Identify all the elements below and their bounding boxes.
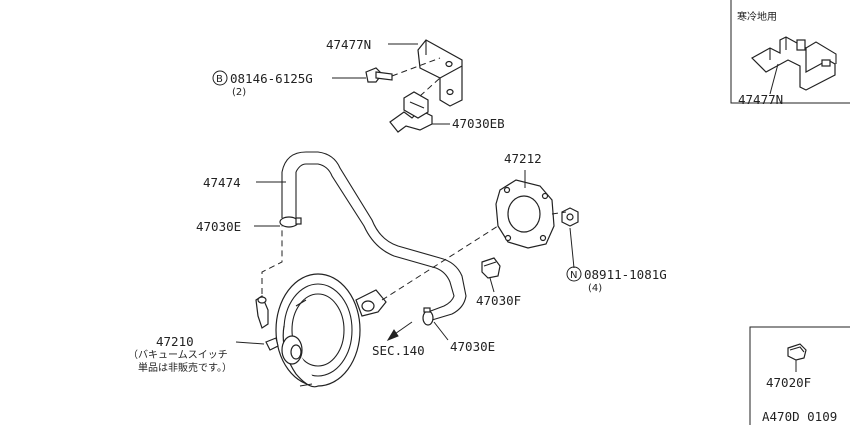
svg-text:B: B [216, 74, 223, 85]
label-gasket-47212: 47212 [504, 151, 542, 166]
svg-text:08146-6125G: 08146-6125G [230, 71, 313, 86]
clamp-47030e-top [279, 216, 302, 228]
label-booster-note-1: （バキュームスイッチ [128, 349, 228, 361]
label-clip-47030eb: 47030EB [452, 116, 505, 131]
grommet-47030f [481, 257, 501, 279]
booster-47210 [255, 273, 361, 388]
label-clamp-47030e-top: 47030E [196, 219, 241, 234]
label-sec-140: SEC.140 [372, 343, 425, 358]
nut-08911 [561, 207, 579, 227]
svg-text:08911-1081G: 08911-1081G [584, 267, 667, 282]
label-clamp-47030e-bottom: 47030E [450, 339, 495, 354]
svg-text:(4): (4) [588, 283, 602, 294]
inset-grommet-label: 47020F [766, 375, 811, 390]
label-bolt: B 08146-6125G (2) [212, 70, 313, 98]
sec-arrow [386, 321, 413, 342]
inset-grommet: 47020F [749, 326, 850, 425]
label-nut: N 08911-1081G (4) [566, 266, 667, 294]
inset-grommet-icon [787, 343, 807, 361]
bolt-08146 [365, 67, 393, 83]
svg-text:(2): (2) [232, 87, 246, 98]
label-booster-note-2: 単品は非販売です。） [138, 361, 232, 374]
inset-bracket-icon [751, 36, 837, 91]
label-hose-47474: 47474 [203, 175, 241, 190]
clamp-47030e-bottom [422, 307, 434, 326]
label-grommet-47030f: 47030F [476, 293, 521, 308]
clip-47030eb [389, 91, 433, 133]
hose-47474 [281, 151, 467, 321]
inset-cold-title: 寒冷地用 [737, 10, 777, 23]
inset-cold-climate: 寒冷地用 47477N [730, 0, 850, 107]
diagram-code: A470D 0109 [762, 409, 837, 424]
inset-cold-part-label: 47477N [738, 92, 783, 107]
svg-text:N: N [570, 270, 577, 281]
label-booster-47210: 47210 [156, 334, 194, 349]
label-bracket-47477n: 47477N [326, 37, 371, 52]
check-valve [355, 289, 387, 317]
bracket-47477n [417, 39, 463, 107]
gasket-47212 [495, 179, 555, 249]
